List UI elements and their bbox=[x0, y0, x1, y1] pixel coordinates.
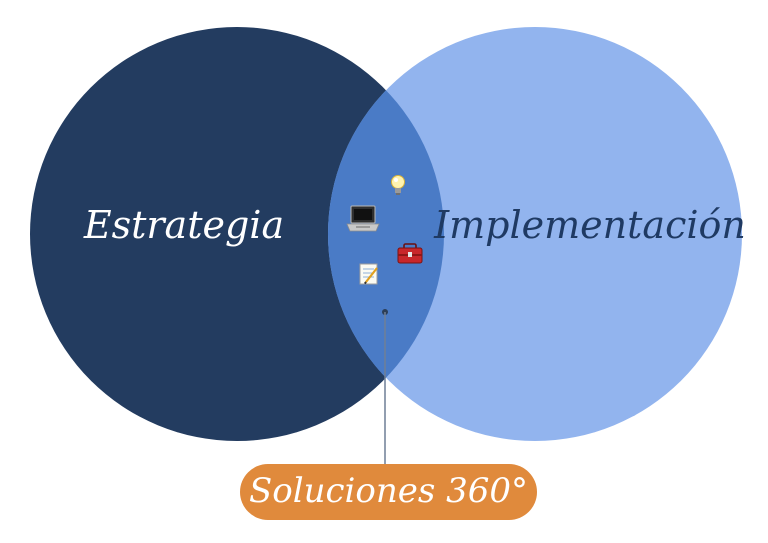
lightbulb-icon bbox=[391, 175, 405, 195]
strategy-label: Estrategia bbox=[83, 203, 284, 247]
strategy-circle bbox=[30, 27, 444, 441]
notepad-icon bbox=[359, 263, 378, 285]
solutions-360-badge: Soluciones 360° bbox=[240, 464, 537, 520]
laptop-icon bbox=[346, 205, 380, 232]
implementation-label: Implementación bbox=[433, 203, 746, 247]
toolbox-icon bbox=[397, 243, 423, 264]
implementation-circle bbox=[328, 27, 742, 441]
solutions-360-label: Soluciones 360° bbox=[248, 471, 529, 511]
